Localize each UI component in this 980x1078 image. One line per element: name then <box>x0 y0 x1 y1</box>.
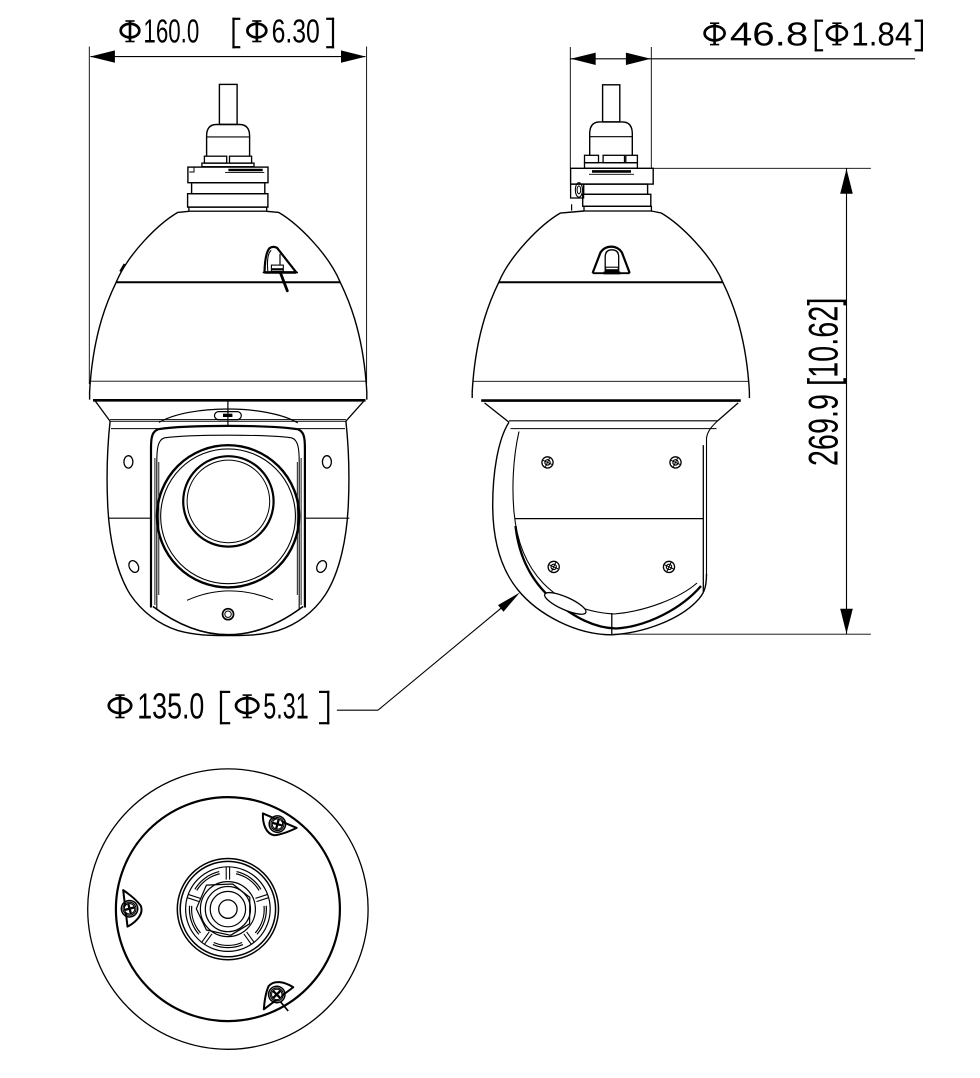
svg-text:269.9 [10.62]: 269.9 [10.62] <box>800 298 847 467</box>
svg-text:160.0: 160.0 <box>143 13 199 50</box>
svg-text:46.8: 46.8 <box>730 16 808 53</box>
svg-text:135.0: 135.0 <box>137 686 204 726</box>
svg-text:5.31: 5.31 <box>263 686 308 726</box>
svg-text:1.84: 1.84 <box>851 16 912 53</box>
svg-text:6.30: 6.30 <box>272 13 320 50</box>
